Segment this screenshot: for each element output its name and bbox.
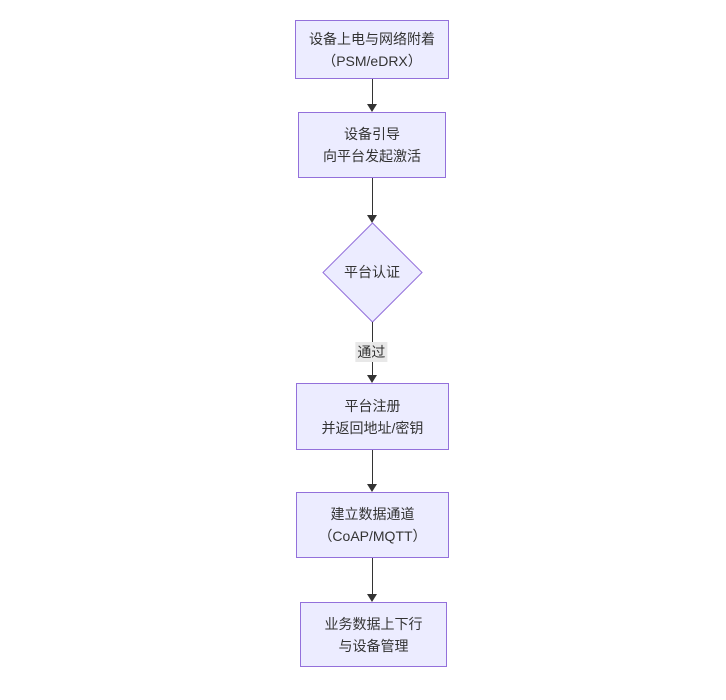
node-business: 业务数据上下行 与设备管理	[300, 602, 447, 667]
node-power-attach-line1: 设备上电与网络附着	[309, 30, 435, 47]
arrow-down-icon	[367, 104, 377, 112]
node-business-line1: 业务数据上下行	[324, 615, 423, 632]
edge-register-to-channel	[372, 450, 373, 484]
edge-power-to-bootstrap	[372, 79, 373, 104]
arrow-down-icon	[367, 375, 377, 383]
edge-channel-to-business	[372, 558, 373, 594]
edge-bootstrap-to-auth	[372, 178, 373, 215]
arrow-down-icon	[367, 215, 377, 223]
node-business-line2: 与设备管理	[338, 637, 409, 654]
node-data-channel-line2: （CoAP/MQTT）	[318, 528, 427, 544]
node-register: 平台注册 并返回地址/密钥	[296, 383, 449, 450]
node-auth-decision: 平台认证	[321, 221, 423, 323]
node-power-attach-line2: （PSM/eDRX）	[322, 52, 422, 69]
node-data-channel: 建立数据通道 （CoAP/MQTT）	[296, 492, 449, 558]
node-auth-label: 平台认证	[344, 264, 400, 280]
arrow-down-icon	[367, 484, 377, 492]
node-register-line1: 平台注册	[344, 397, 401, 414]
node-data-channel-line1: 建立数据通道	[330, 506, 415, 522]
node-power-attach: 设备上电与网络附着 （PSM/eDRX）	[295, 20, 449, 79]
node-bootstrap-line1: 设备引导	[344, 126, 400, 142]
node-bootstrap-line2: 向平台发起激活	[323, 148, 421, 164]
arrow-down-icon	[367, 594, 377, 602]
node-register-line2: 并返回地址/密钥	[321, 419, 424, 436]
edge-label-pass: 通过	[355, 342, 388, 362]
node-bootstrap: 设备引导 向平台发起激活	[298, 112, 446, 178]
